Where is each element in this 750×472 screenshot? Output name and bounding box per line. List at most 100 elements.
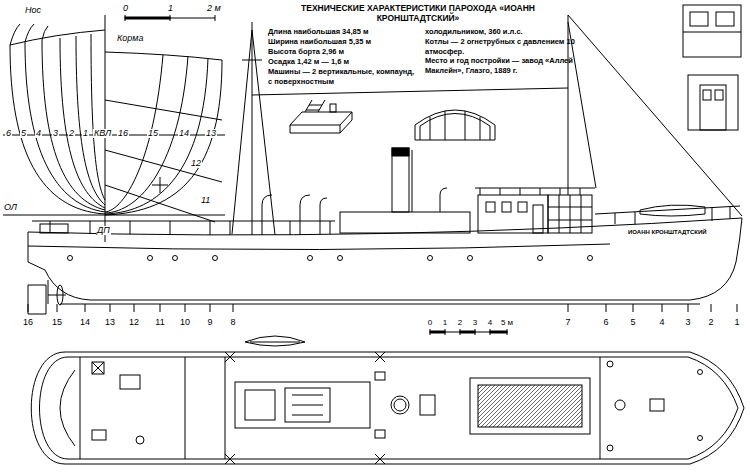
station-number: 7 [565, 318, 570, 327]
deck-plan [698, 370, 703, 375]
ship-name: ИОАНН КРОНШТАДТСКИЙ [628, 229, 707, 235]
side-elevation [308, 256, 313, 261]
side-elevation [502, 202, 511, 212]
body-plan [105, 52, 222, 60]
side-elevation [173, 256, 178, 261]
deck-plan [285, 388, 330, 422]
station-number: 1 [82, 129, 89, 138]
lifeboat-sketch [250, 342, 300, 343]
side-elevation [28, 15, 742, 314]
spec-line: холодильником, 360 и.л.с. [425, 27, 575, 37]
side-elevation [28, 285, 46, 314]
station-number: 5 [630, 318, 635, 327]
deckhouse-section-sketch [430, 111, 480, 140]
side-elevation [595, 206, 740, 224]
body-plan [125, 15, 215, 21]
station-number: 9 [207, 318, 212, 327]
side-elevation [320, 188, 447, 234]
skylight-sketch [290, 100, 352, 133]
station-number: 3 [685, 318, 690, 327]
spec-line: Осадка 1,42 м — 1,6 м [268, 57, 416, 67]
side-elevation [568, 15, 742, 216]
scale-number: 1 [443, 319, 447, 327]
body-plan [3, 15, 225, 242]
side-elevation [242, 22, 262, 235]
side-elevation [392, 148, 409, 212]
deck-plan [245, 390, 275, 420]
deck-plan [607, 361, 613, 367]
spec-line: Высота борта 2,96 м [268, 47, 416, 57]
station-number: 14 [80, 318, 90, 327]
door-sketches [690, 12, 708, 26]
scale-number: 5 м [501, 319, 513, 327]
station-number: 8 [230, 318, 235, 327]
side-elevation [60, 304, 700, 305]
deckhouse-section-sketch [415, 110, 495, 140]
door-sketches [688, 75, 738, 130]
deck-plan [92, 362, 104, 374]
deck-plan [235, 382, 370, 428]
deckhouse-section-sketch [415, 110, 495, 140]
title: ТЕХНИЧЕСКИЕ ХАРАКТЕРИСТИКИ ПАРОХОДА «ИОА… [268, 3, 568, 23]
spec-line: Место и год постройки — завод «Аллей Мак… [425, 56, 575, 75]
side-elevation [640, 205, 705, 216]
scale-number: 3 [473, 319, 477, 327]
side-elevation [478, 195, 548, 233]
station-number: 6 [603, 318, 608, 327]
side-elevation [252, 88, 568, 95]
station-number: 4 [659, 318, 664, 327]
scale-number: 1 [167, 4, 174, 13]
side-elevation [148, 256, 153, 261]
station-number: 2 [708, 318, 713, 327]
deck-plan [478, 385, 582, 427]
scale-bar [430, 331, 445, 333]
body-plan [125, 17, 170, 19]
station-number: 3 [52, 129, 59, 138]
lifeboat-sketch [245, 336, 305, 346]
spec-line: Котлы — 2 огнетрубных с давлением 10 атм… [425, 37, 575, 56]
spec-line: Машины — 2 вертикальные, компаунд, с пов… [268, 67, 416, 86]
scale-bar [460, 331, 475, 333]
station-number: 4 [35, 129, 42, 138]
side-elevation [48, 280, 66, 304]
scale-bar [430, 329, 507, 335]
station-number: 13 [105, 318, 115, 327]
side-elevation [475, 188, 595, 195]
deck-plan [470, 378, 590, 434]
station-number: 16 [23, 318, 33, 327]
deck-plan [31, 352, 744, 464]
side-elevation [518, 202, 527, 212]
deck-plan [394, 399, 406, 411]
side-elevation [50, 221, 330, 235]
station-number: 11 [155, 318, 164, 327]
waterline-label: КВЛ [93, 129, 112, 138]
deck-plan [40, 357, 739, 459]
deck-plan [31, 352, 744, 464]
view-label: Корма [116, 34, 144, 43]
side-elevation [548, 195, 592, 233]
diagonal-number: 12 [190, 159, 202, 168]
door-sketches [683, 32, 741, 33]
deck-plan [92, 430, 106, 440]
scale-number: 2 м [206, 4, 222, 13]
door-sketches [715, 90, 723, 100]
door-sketches [703, 90, 711, 100]
station-number: 1 [734, 318, 739, 327]
skylight-sketch [305, 100, 325, 112]
side-elevation [68, 256, 593, 261]
scale-bar [430, 329, 507, 335]
deck-plan [292, 395, 323, 415]
door-sketches [683, 5, 741, 130]
baseline-label: ОЛ [3, 203, 18, 212]
deck-plan [120, 375, 140, 389]
deck-plan [600, 357, 601, 459]
ship-drawing [3, 5, 744, 464]
side-elevation [538, 256, 543, 261]
skylight-sketch [330, 104, 336, 112]
deck-plan [607, 445, 613, 451]
side-elevation [486, 202, 495, 212]
side-elevation [468, 256, 473, 261]
side-elevation [338, 256, 343, 261]
